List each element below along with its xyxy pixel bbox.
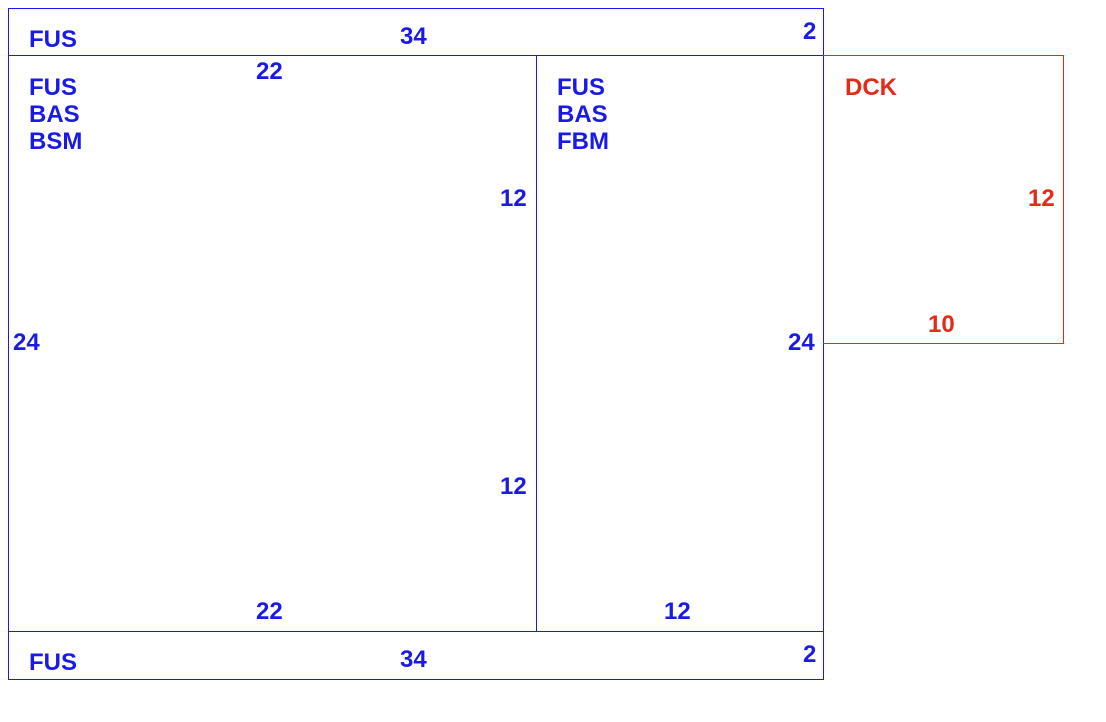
bottom-strip-width: 34 <box>400 646 427 673</box>
left-room-right-lower-dim: 12 <box>500 473 527 500</box>
deck-height-dim: 12 <box>1028 185 1055 212</box>
right-room-labels: FUS BAS FBM <box>557 74 609 155</box>
deck-label: DCK <box>845 74 897 101</box>
bottom-strip <box>8 631 824 680</box>
left-room-left-dim: 24 <box>13 329 40 356</box>
left-room-bottom-dim: 22 <box>256 598 283 625</box>
right-room-label-1: FUS <box>557 74 605 101</box>
right-room-right-dim: 24 <box>788 329 815 356</box>
left-room-label-1: FUS <box>29 74 77 101</box>
top-strip-height: 2 <box>803 18 817 45</box>
left-room-right-upper-dim: 12 <box>500 185 527 212</box>
bottom-strip-label: FUS <box>29 649 77 676</box>
left-room-label-2: BAS <box>29 101 80 128</box>
deck-width-dim: 10 <box>928 311 955 338</box>
left-room-label-3: BSM <box>29 128 83 155</box>
deck <box>823 55 1064 344</box>
right-room-label-3: FBM <box>557 128 609 155</box>
right-room-bottom-dim: 12 <box>664 598 691 625</box>
left-room <box>8 55 537 632</box>
left-room-labels: FUS BAS BSM <box>29 74 82 155</box>
top-strip-label: FUS <box>29 26 77 53</box>
left-room-top-dim: 22 <box>256 58 283 85</box>
top-strip-width: 34 <box>400 23 427 50</box>
right-room-label-2: BAS <box>557 101 608 128</box>
bottom-strip-height: 2 <box>803 641 817 668</box>
